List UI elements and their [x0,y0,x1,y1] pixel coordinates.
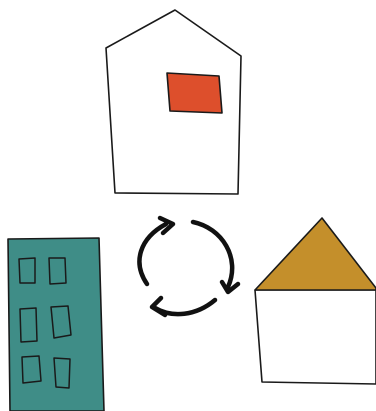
top-house-window [166,72,223,114]
top-house [105,9,242,195]
right-house [254,217,376,385]
cycle-arrowhead-bottom [149,295,168,318]
apartment-windows [18,257,72,389]
cycle-arrowhead-right [219,279,241,295]
recycle-cycle-arrows-icon [137,215,241,318]
right-house-wall [254,289,376,385]
cycle-arc-upper-left [137,221,169,287]
apartment-window [50,305,72,339]
apartment-window [48,257,67,285]
apartment-window [18,257,36,284]
cycle-arc-right [190,219,235,290]
apartment-window [19,307,38,343]
apartment-window [53,357,71,389]
apartment-window [21,355,42,384]
cycle-arrowhead-upper [157,215,176,236]
right-house-roof [254,217,376,291]
apartment-building-body [7,237,105,411]
apartment-building [7,237,105,411]
